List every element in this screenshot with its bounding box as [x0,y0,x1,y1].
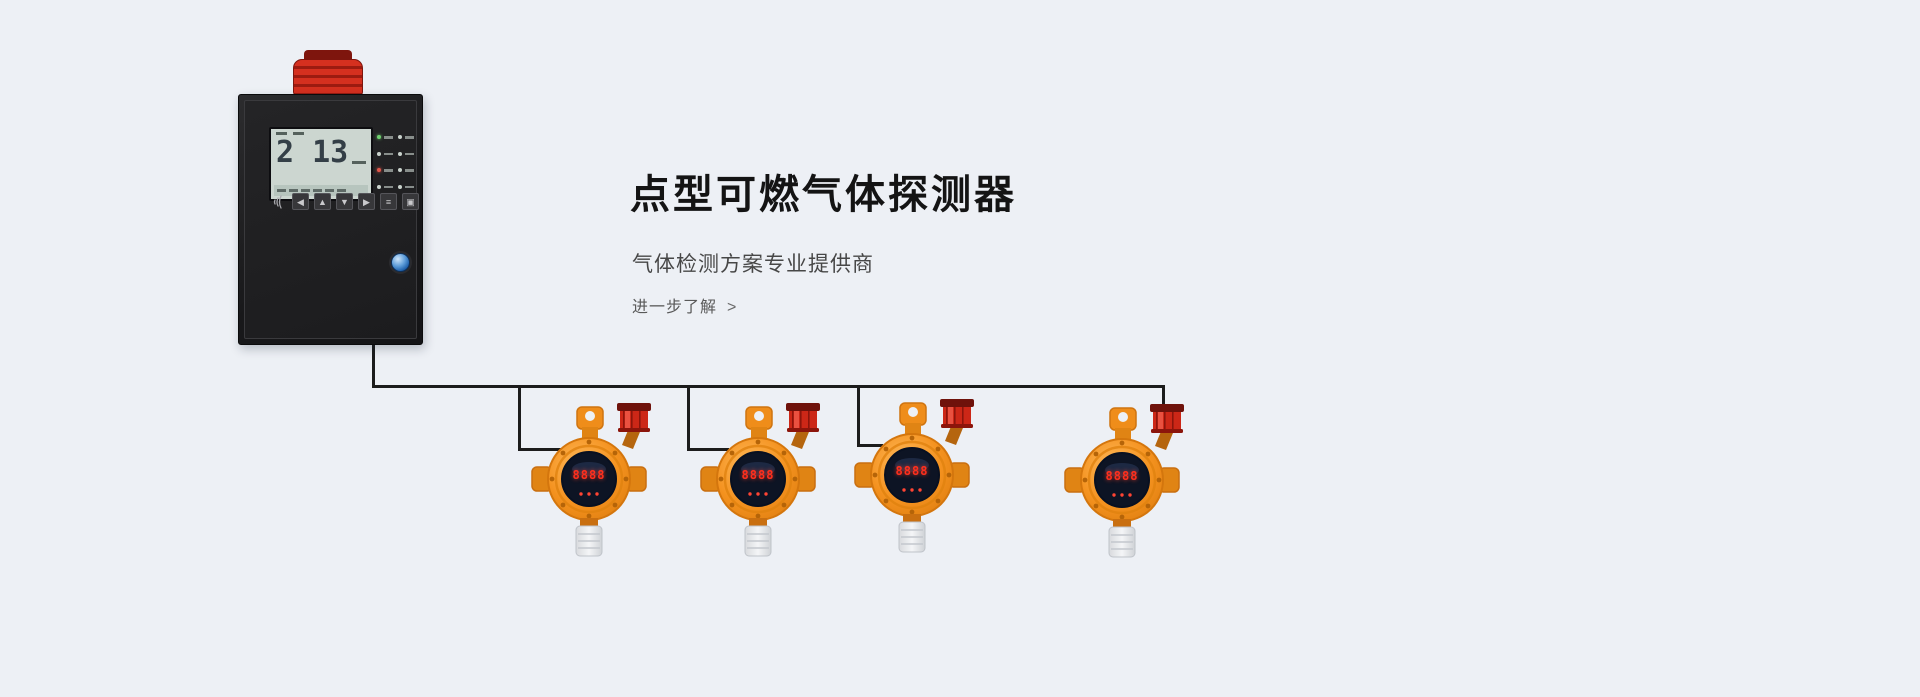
beacon-cap [304,50,352,59]
cable-branch3-vertical [857,385,860,447]
hero-subtitle: 气体检测方案专业提供商 [632,253,874,276]
cable-branch1-stub [518,448,562,451]
keypad-button-down: ▼ [336,193,353,210]
lcd-concentration-value: 13 [312,135,349,170]
detector-display: 8888 [741,468,775,482]
learn-more-label: 进一步了解 [632,299,718,316]
keypad-button-up: ▲ [314,193,331,210]
gas-detector-1: 8888 [527,401,677,561]
keypad-button-left: ◀ [292,193,309,210]
detector-display: 8888 [1105,469,1139,483]
status-indicator [398,184,419,189]
cable-controller-drop [372,342,375,388]
status-indicator [377,151,398,156]
cable-branch1-vertical [518,385,521,451]
detector-display: 8888 [572,468,606,482]
keypad: ◀ ▲ ▼ ▶ ≡ ▣ [271,193,419,210]
lcd-channel-value: 2 [276,135,295,170]
status-indicator [377,168,398,173]
keypad-button-right: ▶ [358,193,375,210]
lcd-screen: 2 13 [269,127,373,201]
buzzer-icon [271,194,287,210]
chevron-right-icon: > [727,299,738,316]
lcd-unit-label [352,161,366,164]
cable-branch3-stub [857,444,883,447]
cable-main-horizontal [372,385,1165,388]
keypad-button-enter: ▣ [402,193,419,210]
cable-branch2-stub [687,448,729,451]
lcd-status-labels [276,132,366,135]
status-indicator [398,168,419,173]
alarm-beacon-lamp [293,50,363,96]
detector-display: 8888 [895,464,929,478]
gas-detector-4: 8888 [1060,402,1210,562]
gas-alarm-controller: 2 13 ◀ ▲ [238,94,423,345]
controller-door: 2 13 ◀ ▲ [244,100,419,339]
status-indicator [377,184,398,189]
learn-more-link[interactable]: 进一步了解 > [632,293,737,317]
gas-detector-2: 8888 [696,401,846,561]
status-indicator [398,135,419,140]
lock-button [391,253,410,272]
page-title: 点型可燃气体探测器 [630,173,1017,217]
beacon-body [293,59,363,96]
status-indicator [377,135,398,140]
gas-detector-3: 8888 [850,397,1000,557]
cable-branch2-vertical [687,385,690,451]
indicator-grid [377,129,419,195]
lcd-info-strip [274,185,368,196]
keypad-button-menu: ≡ [380,193,397,210]
status-indicator [398,151,419,156]
